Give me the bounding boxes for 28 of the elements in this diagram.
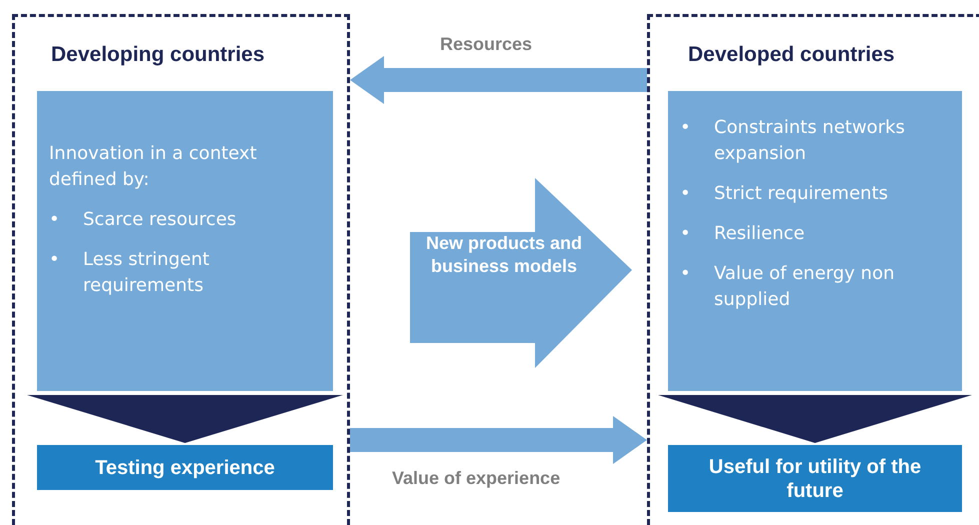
result-box: Testing experience [37,445,333,490]
bullet-marker: • [680,182,692,206]
bullet-text: Value of energy non supplied [714,262,896,312]
text-panel [37,91,333,391]
group-title: Developing countries [51,43,265,67]
chevron-arrow [27,395,343,443]
bullet-marker: • [680,222,692,246]
edge-label: Value of experience [392,468,560,489]
group-title: Developed countries [688,43,895,67]
result-box: Useful for utility of the future [668,445,962,512]
chevron-arrow [658,395,972,443]
bullet-text: Resilience [714,222,806,246]
bullet-text: Scarce resources [83,208,238,232]
bullet-marker: • [49,208,61,232]
dashed-group-frame [12,14,350,525]
panel-text: Innovation in a context defined by: [49,142,258,192]
dashed-group-frame [647,14,979,525]
text-panel [668,91,962,391]
bullet-marker: • [680,262,692,286]
bullet-text: Constraints networks expansion [714,116,906,166]
bullet-marker: • [680,116,692,140]
bullet-text: Strict requirements [714,182,890,206]
arrow-text: New products and business models [424,232,583,278]
arrow [350,56,647,104]
block-arrow [410,178,632,368]
bullet-text: Less stringent requirements [83,248,210,298]
arrow [350,416,647,464]
bullet-marker: • [49,248,61,272]
